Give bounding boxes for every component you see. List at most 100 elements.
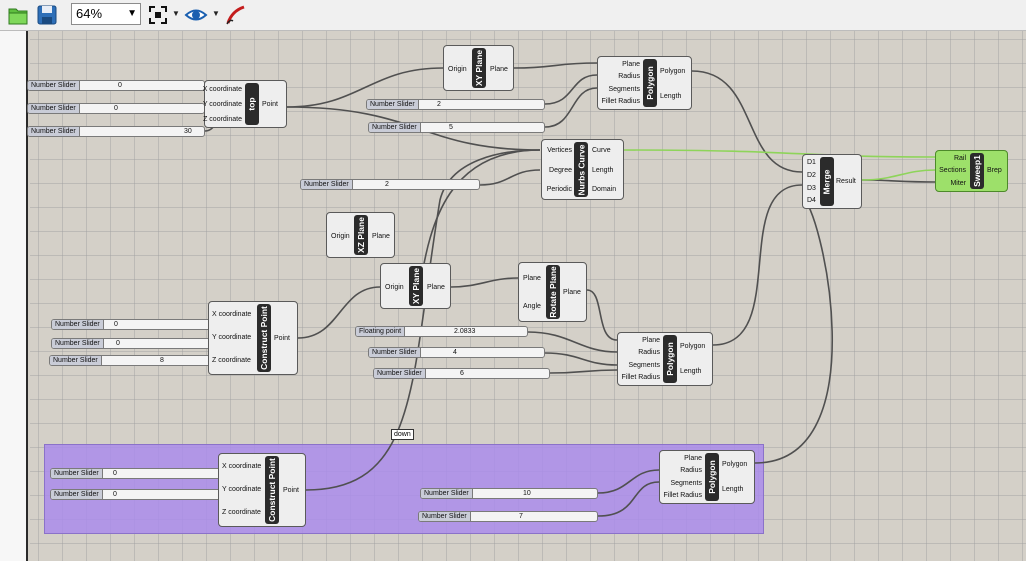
xy-plane-component[interactable]: Origin XY Plane Plane bbox=[380, 263, 451, 309]
output-plane[interactable]: Plane bbox=[490, 66, 508, 73]
zoom-extents-icon[interactable] bbox=[146, 3, 170, 27]
output-length[interactable]: Length bbox=[592, 167, 614, 174]
input-plane[interactable]: Plane bbox=[523, 275, 541, 282]
output-point[interactable]: Point bbox=[274, 335, 290, 342]
input-segments[interactable]: Segments bbox=[608, 86, 640, 93]
input-plane[interactable]: Plane bbox=[684, 455, 702, 462]
open-file-icon[interactable] bbox=[6, 3, 30, 27]
input-x-coordinate[interactable]: X coordinate bbox=[222, 463, 262, 470]
input-angle[interactable]: Angle bbox=[523, 303, 541, 310]
input-periodic[interactable]: Periodic bbox=[546, 186, 572, 193]
input-miter[interactable]: Miter bbox=[950, 180, 966, 187]
input-plane[interactable]: Plane bbox=[642, 337, 660, 344]
input-d4[interactable]: D4 bbox=[807, 197, 816, 204]
output-point[interactable]: Point bbox=[283, 487, 299, 494]
nurbs-curve-component[interactable]: Vertices Degree Periodic Nurbs Curve Cur… bbox=[541, 139, 624, 200]
output-length[interactable]: Length bbox=[660, 93, 682, 100]
input-x-coordinate[interactable]: X coordinate bbox=[212, 311, 252, 318]
component-label: Rotate Plane bbox=[546, 265, 560, 319]
input-radius[interactable]: Radius bbox=[638, 349, 660, 356]
xy-plane-component[interactable]: Origin XY Plane Plane bbox=[443, 45, 514, 91]
input-origin[interactable]: Origin bbox=[331, 233, 350, 240]
zoom-extents-dropdown-icon[interactable]: ▼ bbox=[172, 9, 180, 18]
scribble-note[interactable]: down bbox=[391, 429, 414, 440]
input-origin[interactable]: Origin bbox=[448, 66, 467, 73]
input-origin[interactable]: Origin bbox=[385, 284, 404, 291]
input-fillet-radius[interactable]: Fillet Radius bbox=[663, 492, 702, 499]
input-y-coordinate[interactable]: Y coordinate bbox=[212, 334, 252, 341]
construct-point-component[interactable]: X coordinate Y coordinate Z coordinate C… bbox=[208, 301, 298, 375]
zoom-select[interactable]: 64% ▼ bbox=[71, 3, 141, 25]
output-domain[interactable]: Domain bbox=[592, 186, 617, 193]
point-component-top[interactable]: X coordinate Y coordinate Z coordinate t… bbox=[202, 80, 287, 128]
input-fillet-radius[interactable]: Fillet Radius bbox=[621, 374, 660, 381]
input-d2[interactable]: D2 bbox=[807, 172, 816, 179]
output-brep[interactable]: Brep bbox=[987, 167, 1002, 174]
slider-label: Number Slider bbox=[28, 104, 80, 113]
input-z-coordinate[interactable]: Z coordinate bbox=[203, 116, 242, 123]
output-polygon[interactable]: Polygon bbox=[722, 461, 748, 468]
polygon-component[interactable]: Plane Radius Segments Fillet Radius Poly… bbox=[659, 450, 755, 504]
output-point[interactable]: Point bbox=[262, 101, 278, 108]
input-radius[interactable]: Radius bbox=[680, 467, 702, 474]
slider-value: 7 bbox=[519, 513, 523, 520]
slider-label: Number Slider bbox=[50, 356, 102, 365]
component-label: Polygon bbox=[663, 335, 677, 383]
output-length[interactable]: Length bbox=[722, 486, 744, 493]
preview-eye-icon[interactable] bbox=[184, 3, 208, 27]
input-sections[interactable]: Sections bbox=[939, 167, 966, 174]
construct-point-component[interactable]: X coordinate Y coordinate Z coordinate C… bbox=[218, 453, 306, 527]
input-x-coordinate[interactable]: X coordinate bbox=[202, 86, 242, 93]
input-segments[interactable]: Segments bbox=[628, 362, 660, 369]
input-degree[interactable]: Degree bbox=[549, 167, 572, 174]
toolbar: 64% ▼ ▼ ▼ bbox=[0, 0, 1026, 31]
input-radius[interactable]: Radius bbox=[618, 73, 640, 80]
input-d1[interactable]: D1 bbox=[807, 159, 816, 166]
save-icon[interactable] bbox=[35, 3, 59, 27]
slider-label: Number Slider bbox=[52, 339, 104, 348]
output-curve[interactable]: Curve bbox=[592, 147, 611, 154]
output-plane[interactable]: Plane bbox=[372, 233, 390, 240]
input-y-coordinate[interactable]: Y coordinate bbox=[222, 486, 262, 493]
input-y-coordinate[interactable]: Y coordinate bbox=[202, 101, 242, 108]
polygon-component[interactable]: Plane Radius Segments Fillet Radius Poly… bbox=[597, 56, 692, 110]
polygon-component[interactable]: Plane Radius Segments Fillet Radius Poly… bbox=[617, 332, 713, 386]
input-z-coordinate[interactable]: Z coordinate bbox=[222, 509, 261, 516]
input-z-coordinate[interactable]: Z coordinate bbox=[212, 357, 251, 364]
merge-component[interactable]: D1 D2 D3 D4 Merge Result bbox=[802, 154, 862, 209]
output-polygon[interactable]: Polygon bbox=[660, 68, 686, 75]
rotate-plane-component[interactable]: Plane Angle Rotate Plane Plane bbox=[518, 262, 587, 322]
output-plane[interactable]: Plane bbox=[427, 284, 445, 291]
input-segments[interactable]: Segments bbox=[670, 480, 702, 487]
output-length[interactable]: Length bbox=[680, 368, 702, 375]
input-d3[interactable]: D3 bbox=[807, 185, 816, 192]
sketch-pen-icon[interactable] bbox=[224, 3, 248, 27]
input-rail[interactable]: Rail bbox=[953, 155, 966, 162]
xz-plane-component[interactable]: Origin XZ Plane Plane bbox=[326, 212, 395, 258]
output-result[interactable]: Result bbox=[836, 178, 856, 185]
input-plane[interactable]: Plane bbox=[622, 61, 640, 68]
input-vertices[interactable]: Vertices bbox=[547, 147, 572, 154]
sweep1-component[interactable]: Rail Sections Miter Sweep1 Brep bbox=[935, 150, 1008, 192]
output-plane[interactable]: Plane bbox=[563, 289, 581, 296]
preview-dropdown-icon[interactable]: ▼ bbox=[212, 9, 220, 18]
left-panel bbox=[0, 31, 28, 561]
output-polygon[interactable]: Polygon bbox=[680, 343, 706, 350]
input-fillet-radius[interactable]: Fillet Radius bbox=[601, 98, 640, 105]
